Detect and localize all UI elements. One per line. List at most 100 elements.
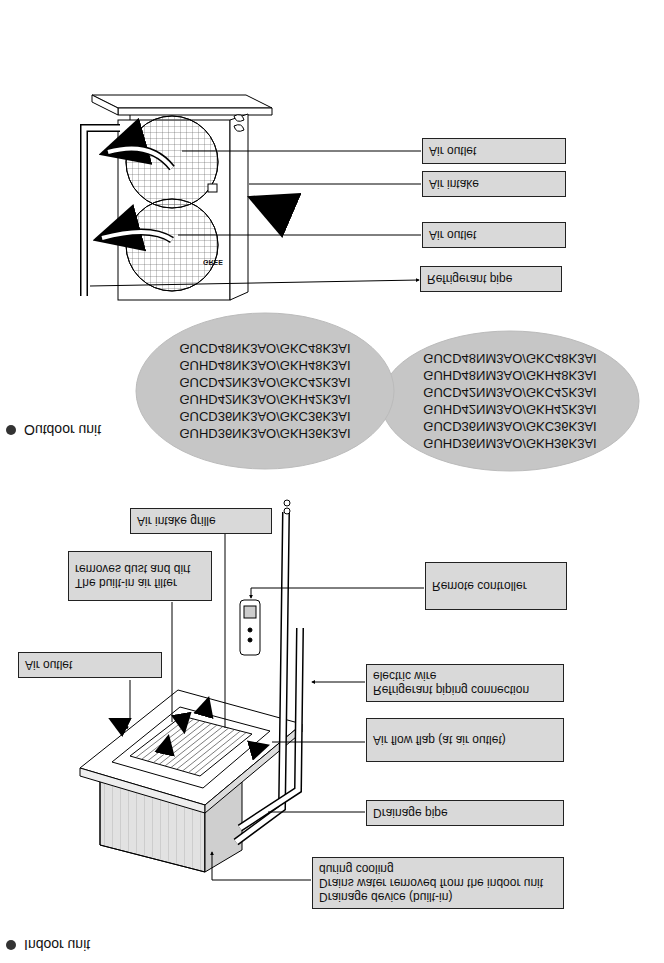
part-label: Remote controller bbox=[432, 579, 527, 593]
part-label: Air intake grille bbox=[137, 514, 216, 528]
ellipse-shape bbox=[135, 312, 395, 470]
callout-box: Refrigerant pipe bbox=[420, 266, 562, 292]
part-label: Refrigerant pipe bbox=[427, 272, 512, 286]
part-label: Air intake bbox=[429, 177, 479, 191]
grille-slats bbox=[136, 718, 246, 775]
indoor-pipes bbox=[240, 628, 300, 828]
brand-logo: GREE bbox=[203, 258, 223, 266]
grille-slats bbox=[171, 727, 223, 768]
indoor-unit bbox=[248, 628, 252, 632]
bullet-dot bbox=[6, 425, 16, 950]
airflow-arrow bbox=[256, 200, 284, 212]
leader-line bbox=[272, 742, 365, 743]
outdoor-unit bbox=[234, 125, 244, 132]
callout-box: Drainage device (built-in)Drains water r… bbox=[312, 857, 564, 909]
outdoor-unit bbox=[126, 116, 218, 208]
model-number: GUCD42NK3AO/GKC42K3AI bbox=[179, 374, 350, 391]
outdoor-unit bbox=[230, 114, 248, 300]
grille-slats bbox=[148, 721, 200, 762]
model-number: GUHD42NK3AO/GKH42K3AI bbox=[179, 391, 350, 408]
indoor-unit bbox=[248, 638, 252, 642]
airflow-arrow bbox=[252, 746, 266, 750]
part-label: Refrigerant piping connection electric w… bbox=[373, 669, 557, 697]
indoor-unit bbox=[130, 716, 252, 776]
outdoor-unit bbox=[130, 115, 131, 120]
grille-slats bbox=[142, 719, 194, 759]
model-number: GUCD36NK3AO/GKC36K3AI bbox=[179, 408, 350, 425]
leader-line bbox=[225, 534, 226, 728]
callout-box: The built-in air filter removes dust and… bbox=[68, 551, 212, 601]
model-number: GUHD48NK3AO/GKH48K3AI bbox=[179, 357, 350, 374]
model-number: GUHD42NM3AO/GKH42K3AI bbox=[423, 401, 596, 418]
part-label: The built-in air filter removes dust and… bbox=[75, 562, 205, 590]
model-list-ellipse: GUHD36NK3AO/GKH36K3AIGUCD36NK3AO/GKC36K3… bbox=[135, 312, 395, 470]
part-label: Air outlet bbox=[25, 658, 72, 672]
model-number: GUCD48NM3AO/GKC48K3AI bbox=[423, 350, 596, 367]
ellipse-shape bbox=[381, 331, 639, 471]
airflow-arrow bbox=[108, 148, 172, 168]
bullet-dot bbox=[6, 940, 16, 950]
indoor-pipes bbox=[284, 508, 290, 514]
leader-line bbox=[178, 235, 421, 236]
model-number: GUHD36NM3AO/GKH36K3AI bbox=[423, 435, 596, 452]
outdoor-unit bbox=[92, 95, 118, 115]
part-label: Air flow flap (at air outlet) bbox=[373, 733, 506, 747]
callout-box: Air intake bbox=[422, 171, 566, 197]
indoor-unit bbox=[240, 600, 260, 655]
model-number: GUCD42NM3AO/GKC42K3AI bbox=[423, 384, 596, 401]
airflow-arrow bbox=[108, 148, 172, 168]
airflow-arrow bbox=[102, 148, 284, 240]
outdoor-unit bbox=[126, 199, 218, 291]
callout-box: Remote controller bbox=[425, 562, 567, 610]
callout-box: Air outlet bbox=[422, 222, 566, 248]
outdoor-unit bbox=[126, 116, 218, 208]
indoor-unit bbox=[112, 707, 270, 788]
airflow-arrow bbox=[102, 232, 172, 240]
bullet-dot bbox=[6, 425, 16, 435]
callout-box: Drainage pipe bbox=[366, 800, 564, 826]
model-list-ellipse: GUHD36NM3AO/GKH36K3AIGUCD36NM3AO/GKC36K3… bbox=[380, 330, 640, 472]
unit-heading: Outdoor unit bbox=[24, 422, 101, 438]
leader-line bbox=[90, 280, 419, 286]
callout-box: Refrigerant piping connection electric w… bbox=[366, 664, 564, 702]
leader-line bbox=[212, 852, 311, 880]
airflow-arrow bbox=[165, 738, 168, 752]
grille-slats bbox=[136, 718, 188, 758]
indoor-pipes bbox=[236, 512, 286, 842]
grille-slats bbox=[153, 722, 205, 763]
outdoor-unit bbox=[208, 184, 217, 192]
indoor-pipes bbox=[284, 500, 290, 506]
model-number: GUHD36NK3AO/GKH36K3AI bbox=[179, 425, 350, 442]
grille-slats bbox=[183, 730, 235, 772]
part-label: Drainage pipe bbox=[373, 806, 448, 820]
part-label: Air outlet bbox=[429, 144, 476, 158]
leader-line bbox=[312, 682, 365, 683]
callout-box: Air outlet bbox=[422, 138, 566, 164]
outdoor-unit bbox=[126, 199, 218, 291]
model-number: GUCD36NM3AO/GKC36K3AI bbox=[423, 418, 596, 435]
airflow-arrow bbox=[112, 720, 128, 728]
part-label: Drainage device (built-in) bbox=[319, 890, 452, 904]
indoor-unit bbox=[244, 606, 256, 618]
outdoor-unit bbox=[234, 115, 244, 122]
callout-box: Air intake grille bbox=[130, 508, 272, 534]
callout-box: Air flow flap (at air outlet) bbox=[366, 718, 564, 762]
model-number: GUHD48NM3AO/GKH48K3AI bbox=[423, 367, 596, 384]
indoor-pipes bbox=[236, 512, 286, 842]
airflow-arrow bbox=[102, 232, 172, 240]
callout-box: Air outlet bbox=[18, 652, 162, 678]
airflow-arrow bbox=[112, 700, 266, 752]
leader-line bbox=[251, 588, 424, 598]
indoor-pipes bbox=[240, 628, 300, 828]
indoor-pipes bbox=[236, 500, 300, 842]
outdoor-unit bbox=[118, 108, 272, 115]
airflow-arrow bbox=[204, 700, 208, 714]
outdoor-unit bbox=[92, 95, 272, 108]
unit-heading: Indoor unit bbox=[24, 937, 90, 953]
indoor-unit bbox=[80, 600, 302, 872]
part-label: Drains water removed from the indoor uni… bbox=[319, 862, 557, 890]
ellipse-shape bbox=[136, 313, 394, 469]
leader-line bbox=[268, 812, 365, 813]
model-number: GUCD48NK3AO/GKC48K3AI bbox=[179, 340, 350, 357]
